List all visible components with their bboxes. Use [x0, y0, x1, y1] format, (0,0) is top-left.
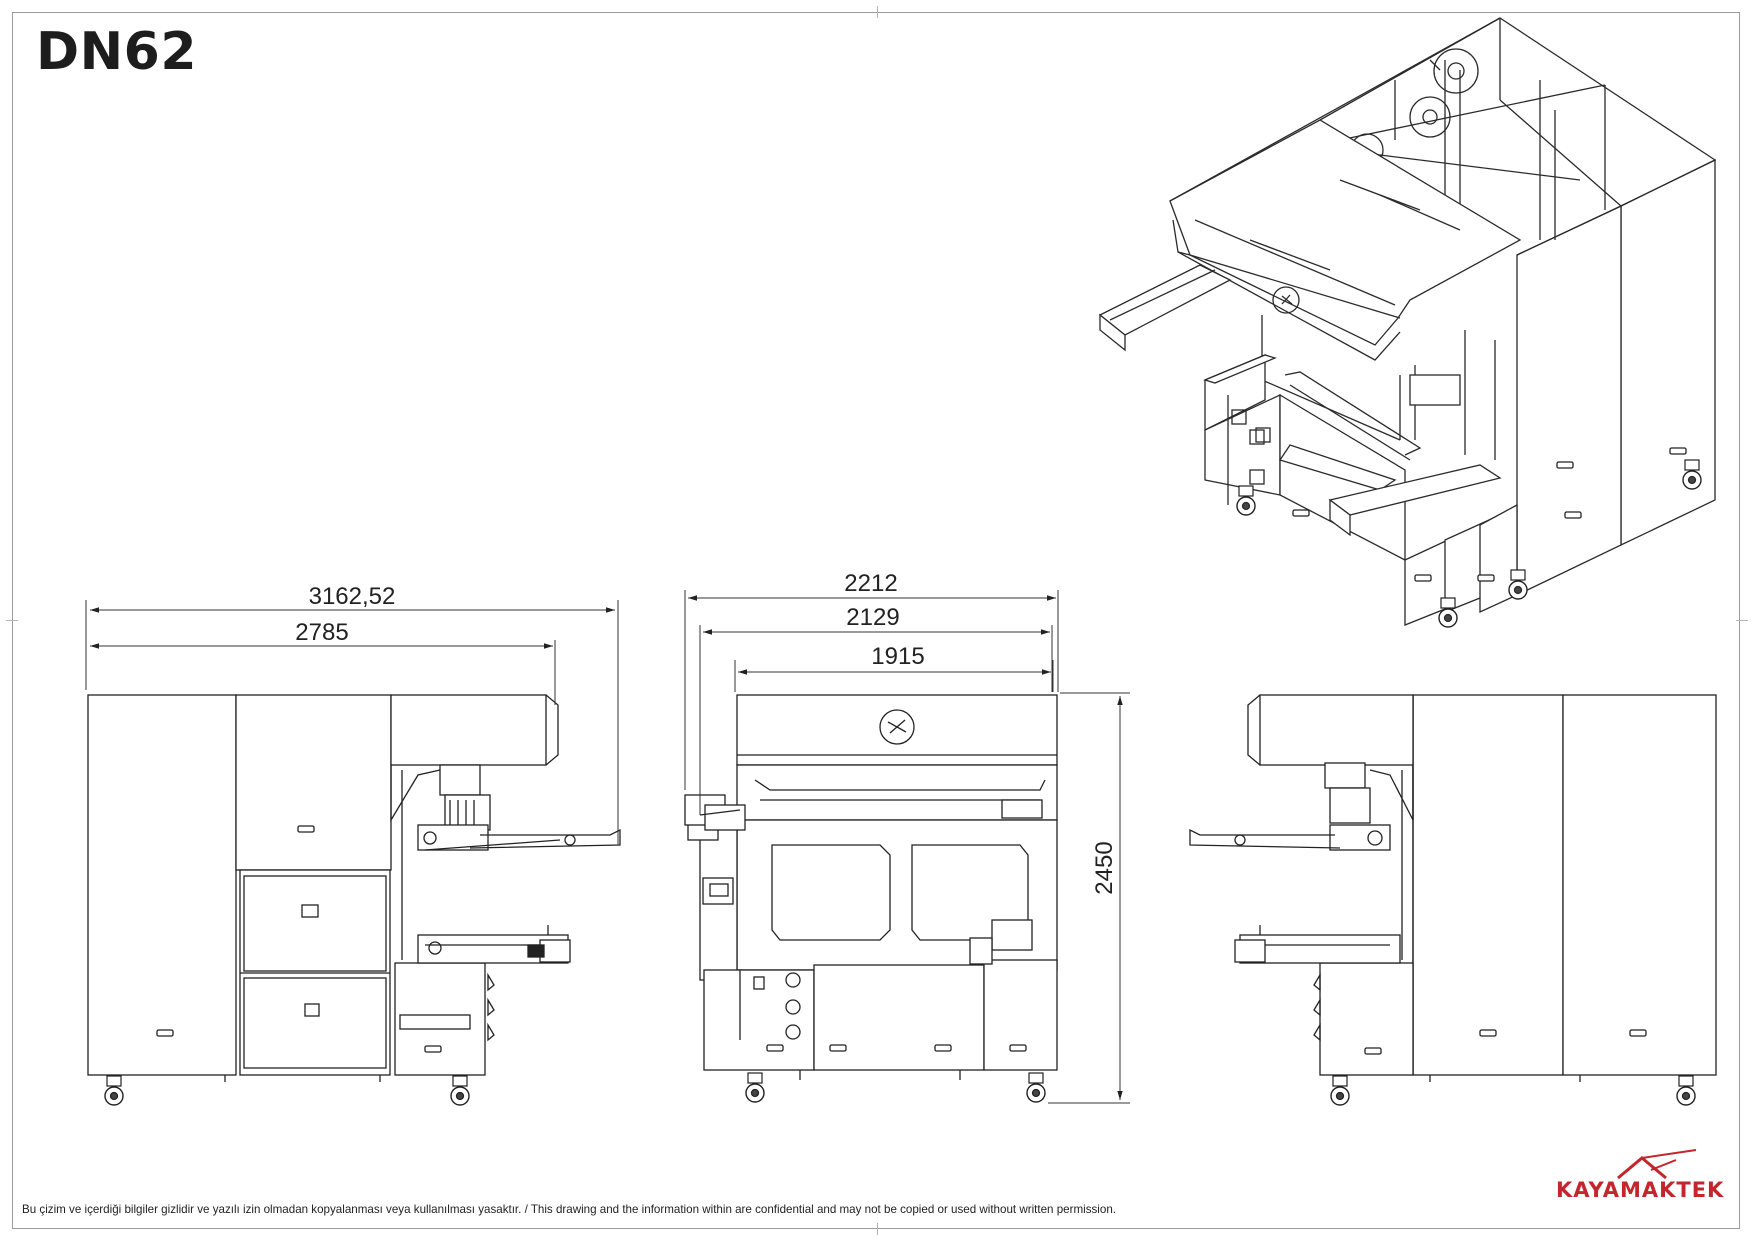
side-view-right — [1189, 694, 1717, 1106]
front-view — [684, 694, 1058, 1103]
drawing-title: DN62 — [36, 22, 198, 82]
center-mark-left — [6, 620, 18, 621]
dim-front-height: 2450 — [1091, 841, 1118, 894]
dim-front-inner: 1915 — [871, 643, 924, 670]
side-view-left — [87, 694, 621, 1106]
dim-side-body: 2785 — [295, 619, 348, 646]
center-mark-right — [1736, 620, 1748, 621]
company-name: KAYAMAKTEK — [1556, 1178, 1725, 1202]
left-dimensions — [85, 600, 619, 845]
front-dimensions — [684, 590, 1130, 1104]
isometric-view — [1098, 17, 1717, 628]
dim-side-overall: 3162,52 — [309, 583, 396, 610]
dim-front-overall: 2212 — [844, 570, 897, 597]
center-mark-bottom — [877, 1223, 878, 1235]
dim-front-frame: 2129 — [846, 604, 899, 631]
company-logo: KAYAMAKTEK — [1556, 1148, 1736, 1208]
logo-roof-icon — [1617, 1149, 1697, 1180]
center-mark-top — [877, 6, 878, 18]
confidentiality-notice: Bu çizim ve içerdiği bilgiler gizlidir v… — [22, 1203, 1116, 1216]
